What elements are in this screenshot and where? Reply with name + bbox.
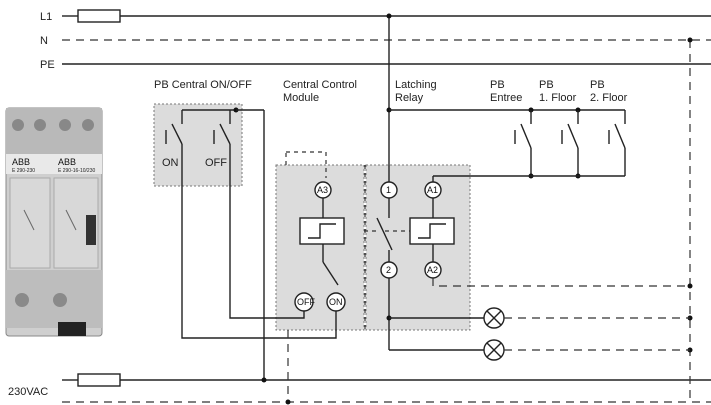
central-control-coil [299, 217, 345, 245]
device-model-left: E 290-230 [12, 168, 35, 174]
terminal-2-label: 2 [386, 265, 391, 275]
pb-floor1 [561, 107, 581, 179]
terminal-a1-label: A1 [427, 185, 438, 195]
line-label-pe: PE [40, 59, 55, 71]
switch-on-contact [171, 123, 183, 145]
label-pb-floor2-1: PB [590, 79, 605, 91]
on-to-terminal-on [181, 150, 337, 339]
off-to-terminal-off [229, 150, 305, 319]
label-pb-floor2-2: 2. Floor [590, 92, 628, 104]
terminal-a3-label: A3 [317, 185, 328, 195]
fuse-supply [77, 373, 121, 387]
pb-central-box [153, 103, 243, 187]
switch-off-label: OFF [205, 157, 227, 169]
line-label-n: N [40, 35, 48, 47]
switch-off-contact [219, 123, 231, 145]
lamp-1 [483, 307, 505, 329]
label-pb-central: PB Central ON/OFF [154, 79, 252, 91]
switch-on-label: ON [162, 157, 179, 169]
label-latching-2: Relay [395, 92, 424, 104]
terminal-off-label: OFF [297, 297, 315, 307]
device-photo: ABB ABB E 290-230 E 290-16-10/230 [5, 107, 103, 337]
central-control-contact [322, 261, 339, 286]
label-central-control-1: Central Control [283, 79, 357, 91]
label-pb-entree-2: Entree [490, 92, 522, 104]
terminal-on-label: ON [329, 297, 343, 307]
supply-label: 230VAC [8, 386, 48, 398]
pb-entree [514, 107, 534, 179]
latching-relay-coil [409, 217, 455, 245]
label-latching-1: Latching [395, 79, 437, 91]
lamp-2 [483, 339, 505, 361]
a2-neutral-wire [432, 278, 690, 287]
device-brand-right: ABB [58, 157, 76, 167]
line-label-l1: L1 [40, 11, 52, 23]
label-pb-floor1-2: 1. Floor [539, 92, 577, 104]
latching-relay-contact [376, 217, 393, 251]
pb-floor2 [608, 110, 626, 176]
device-brand-left: ABB [12, 157, 30, 167]
label-pb-entree-1: PB [490, 79, 505, 91]
label-central-control-2: Module [283, 92, 319, 104]
terminal-a2-label: A2 [427, 265, 438, 275]
fuse-l1 [77, 9, 121, 23]
terminal-1-label: 1 [386, 185, 391, 195]
device-model-right: E 290-16-10/230 [58, 168, 95, 174]
label-pb-floor1-1: PB [539, 79, 554, 91]
